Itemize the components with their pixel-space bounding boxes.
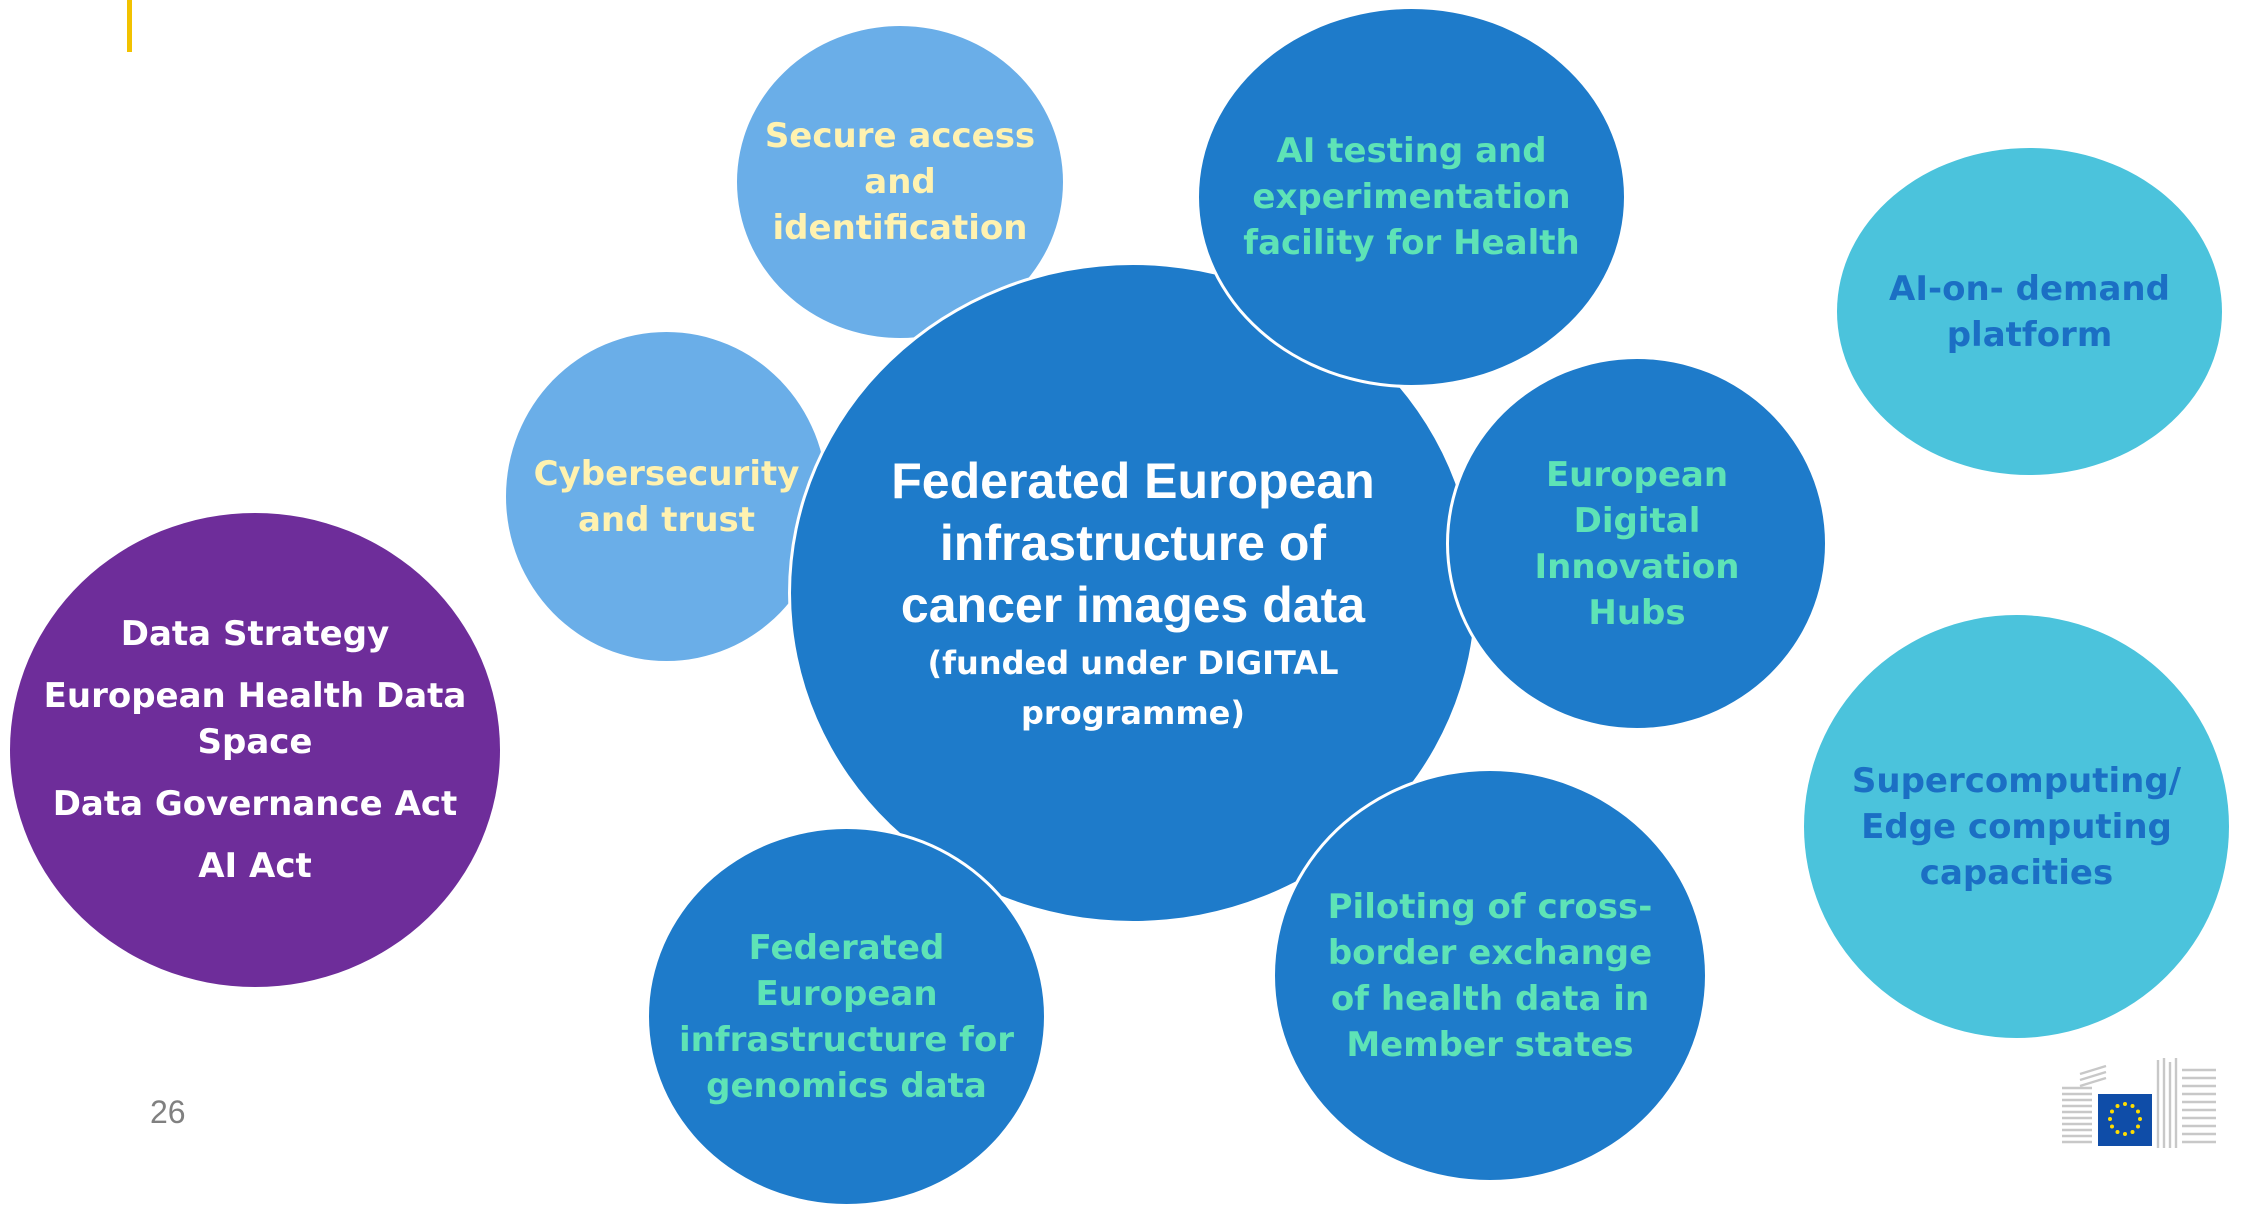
- secure-access-line-1: Secure access: [764, 116, 1036, 156]
- genomics-line-3: infrastructure for: [678, 1019, 1015, 1060]
- policy-item-ehds-line-1: European Health Data: [43, 676, 467, 716]
- ai-on-demand-line-2: platform: [1946, 314, 2113, 355]
- supercomputing-bubble: Supercomputing/ Edge computing capacitie…: [1804, 615, 2229, 1038]
- ai-testing-line-2: experimentation: [1252, 177, 1571, 217]
- policy-item-data-governance-act: Data Governance Act: [52, 784, 458, 824]
- genomics-line-1: Federated: [748, 927, 945, 968]
- ai-on-demand-bubble: AI-on- demand platform: [1837, 148, 2222, 475]
- supercomputing-line-3: capacities: [1919, 852, 2114, 893]
- policy-item-ehds-line-2: Space: [197, 722, 313, 762]
- center-title-line-2: infrastructure of: [939, 515, 1327, 571]
- center-subtitle-line-1: (funded under DIGITAL: [927, 644, 1339, 682]
- policy-item-ai-act: AI Act: [198, 846, 312, 886]
- cybersecurity-bubble: Cybersecurity and trust: [503, 329, 830, 664]
- policy-bubble: Data Strategy European Health Data Space…: [10, 513, 500, 987]
- genomics-line-2: European: [755, 973, 938, 1014]
- secure-access-bubble: Secure access and identification: [734, 23, 1066, 341]
- piloting-bubble: Piloting of cross- border exchange of he…: [1272, 768, 1708, 1183]
- edih-line-3: Innovation: [1534, 546, 1740, 587]
- secure-access-line-3: identification: [772, 208, 1028, 248]
- secure-access-line-2: and: [864, 162, 936, 202]
- title-accent-bar: [127, 0, 132, 52]
- ai-testing-line-1: AI testing and: [1276, 131, 1547, 171]
- center-title-line-3: cancer images data: [900, 577, 1366, 633]
- piloting-line-1: Piloting of cross-: [1327, 886, 1653, 927]
- supercomputing-line-2: Edge computing: [1861, 806, 2172, 847]
- cybersecurity-line-1: Cybersecurity: [533, 453, 800, 494]
- ai-testing-bubble: AI testing and experimentation facility …: [1196, 6, 1627, 388]
- european-commission-logo: [2062, 1058, 2216, 1148]
- policy-item-ehds: European Health Data Space: [44, 673, 467, 765]
- supercomputing-line-1: Supercomputing/: [1851, 760, 2182, 801]
- building-lines-icon: [2062, 1058, 2216, 1148]
- page-number: 26: [150, 1094, 186, 1130]
- ai-testing-line-3: facility for Health: [1243, 223, 1580, 263]
- cybersecurity-line-2: and trust: [577, 499, 756, 540]
- policy-item-data-strategy: Data Strategy: [120, 614, 390, 654]
- piloting-line-4: Member states: [1346, 1024, 1634, 1065]
- center-subtitle-line-2: programme): [1021, 694, 1245, 732]
- piloting-line-2: border exchange: [1327, 932, 1653, 973]
- edih-line-2: Digital: [1573, 500, 1701, 541]
- genomics-line-4: genomics data: [706, 1065, 987, 1106]
- eu-flag-icon: [2098, 1094, 2152, 1146]
- genomics-bubble: Federated European infrastructure for ge…: [646, 826, 1047, 1207]
- edih-line-4: Hubs: [1588, 592, 1686, 633]
- center-title-line-1: Federated European: [891, 453, 1375, 509]
- ai-on-demand-line-1: AI-on- demand: [1889, 268, 2170, 309]
- piloting-line-3: of health data in: [1330, 978, 1650, 1019]
- edih-line-1: European: [1545, 454, 1729, 495]
- edih-bubble: European Digital Innovation Hubs: [1446, 356, 1828, 731]
